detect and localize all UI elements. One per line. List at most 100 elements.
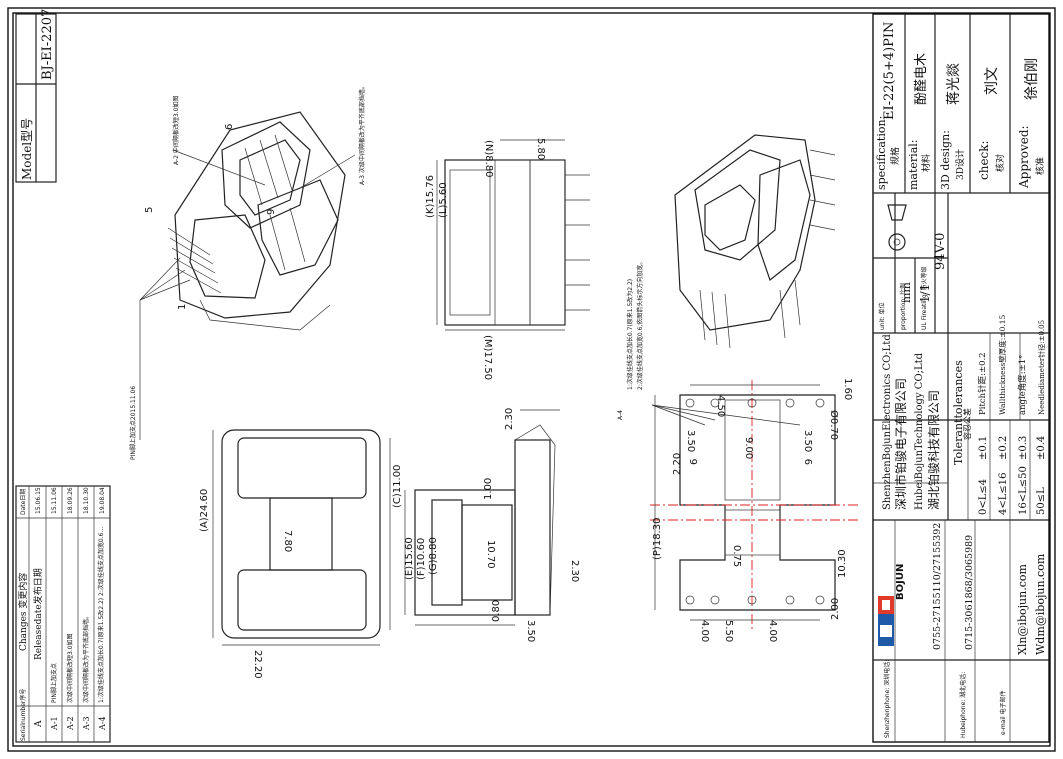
dim-5-60: (L)5.60 [438,182,449,218]
changes-col-serial: Serialnumber序号 [19,689,27,741]
a2-note: A-2 中间隔板改短3.0如图 [172,96,180,165]
wall-tolerance: Wallthickness壁厚度:±0.15 [997,314,1007,415]
needle-tolerance: Needlediameter针径:±0.05 [1037,320,1046,415]
sz-phone: 0755-27155110/27155392 [932,523,943,650]
tolerance-range: 16<L≤50 [1018,466,1029,515]
isometric-view-right [674,134,836,349]
a4-title: A-4 [617,410,624,420]
dim-24-60: (A)24.60 [199,489,210,532]
hb-phone-label: Hubeiphone: 湖北电话: [959,672,967,738]
dim-9-00: 9.00 [743,437,754,459]
tolerance-subtitle: 容忍公差 [962,408,972,440]
unit-value: mm [900,282,913,303]
check-value: 刘文 [984,67,1000,95]
change-row-text: 1:次级挂线支点加长0.7(原来1.5改2.2) 2:次级挂线支点加宽0.6..… [97,527,105,703]
tolerance-range: 0<L≤4 [978,479,989,515]
pitch-tolerance: Pitch针距:±0.2 [977,352,988,415]
dim-4-50: 4.50 [715,395,726,417]
a4-line-1: 1:次级挂线支点加长0.7(原来1.5改为2.2) [626,279,634,390]
company-logo [878,596,894,646]
change-row-date: 15.06.15 [35,487,42,514]
bottom-view [650,380,860,630]
change-row-text: Releasedate发布日期 [32,568,44,660]
approved-value: 徐伯刚 [1024,58,1040,100]
unit-label: unit: 单位 [878,302,886,330]
email-1: Xln@ibojun.com [1016,564,1029,655]
pin-support-note: PIN脚上加支点2015.11.06 [129,386,137,460]
inner-frame [12,12,1051,747]
a3-note: A-3 次级中间隔板改为平齐底部挡墙。 [358,83,366,185]
material-label-cn: 材料 [920,154,932,172]
outer-frame [7,7,1056,752]
dim-4-00a: 4.00 [699,620,710,642]
proportion-value: 1/1 [918,284,932,303]
model-value: BJ-EI-2207 [40,9,55,80]
tolerance-value: ±0.2 [998,436,1009,460]
dim-2-30-top: 2.30 [504,408,515,430]
dim-18-30: (P)18.30 [652,518,663,560]
front-view [404,409,560,626]
email-2: Wdm@ibojun.com [1034,553,1047,655]
change-row-date: 18.09.26 [67,487,74,514]
approved-label-cn: 核准 [1034,157,1046,175]
dim-0-80: 0.80 [491,600,502,622]
dim-5-80: 5.80 [535,138,546,160]
company-hb-cn: 湖北铂骏科技有限公司 [926,390,941,510]
company-sz-cn: 深圳市铂骏电子有限公司 [893,378,908,510]
dim-3-50b: 3.50 [802,430,813,452]
dim-7-80: 7.80 [282,530,293,552]
change-row-text: 次级中间隔板改为平齐底部挡墙。 [82,613,90,703]
dim-0-75: 0.75 [731,545,742,567]
sz-phone-label: Shenzhenphone: 深圳电话: [883,660,891,738]
hb-phone: 0715-3061868/3065989 [964,535,975,650]
material-label: material: [907,140,920,190]
dim-0-70: Ø0.70 [828,410,840,440]
dim-22-20: 22.20 [252,650,263,679]
change-row-date: 19.08.04 [99,487,106,514]
dim-17-50: (M)17.50 [482,335,493,380]
tolerance-title: Toleranttolerances [952,360,965,465]
tolerance-value: ±0.1 [978,436,989,460]
dim-4-00b: 4.00 [767,620,778,642]
dim-8-80: (G)8.80 [428,537,439,575]
proportion-label: proportion: 比例 [899,283,907,330]
logo-text: BOJUN [895,564,906,600]
changes-col-date: Date日期 [19,489,27,515]
change-row-serial: A [34,720,44,728]
pin-label-9: 9 [266,209,277,215]
changes-col-changes: Changes 变更内容 [17,573,29,651]
model-box: Model型号 BJ-EI-2207 [15,9,57,183]
change-row-serial: A-4 [98,716,107,731]
spec-value: EI-22(5+4)PIN [882,22,897,120]
dim-2-00: 2.00 [830,598,841,620]
change-row-date: 15.11.06 [51,487,58,514]
dim-15-76: (K)15.76 [425,175,436,218]
company-hb-en: HubeiBojunTechnology CO;Ltd [914,352,925,510]
dim-8-80-top: (N)8.80 [483,140,494,178]
dim-2-30-right: 2.30 [569,560,580,582]
pin-label-6: 6 [224,124,235,130]
ul-label: UL Fireating: 防火等级 [920,266,928,330]
spec-label: specification: [875,116,888,190]
pin-label-6: 6 [689,459,700,465]
dim-10-30: 10.30 [837,549,848,578]
dim-2-20: 2.20 [672,453,683,475]
dim-10-70: 10.70 [485,540,496,569]
dim-11-00: (C)11.00 [392,465,403,508]
tolerance-range: 4<L≤16 [998,473,1009,516]
tolerance-range: 50≤L [1036,487,1047,515]
pin-label-1: 1 [177,304,188,310]
change-row-text: 次级中间隔板改短3.0如图 [66,633,74,703]
dim-3-50: 3.50 [525,620,536,642]
email-label: e-mail 电子邮件 [999,690,1007,735]
change-row-serial: A-3 [82,716,91,731]
dim-3-50a: 3.50 [685,430,696,452]
dim-10-60: (F)10.60 [416,538,427,580]
pin-label-9: 9 [804,459,815,465]
check-label: check: [977,140,991,180]
check-label-cn: 核对 [994,154,1006,172]
company-sz-en: ShenzhenBojunElectronics CO;Ltd [882,334,893,510]
tolerance-value: ±0.3 [1018,436,1029,460]
dim-1-60: 1.60 [842,378,853,400]
